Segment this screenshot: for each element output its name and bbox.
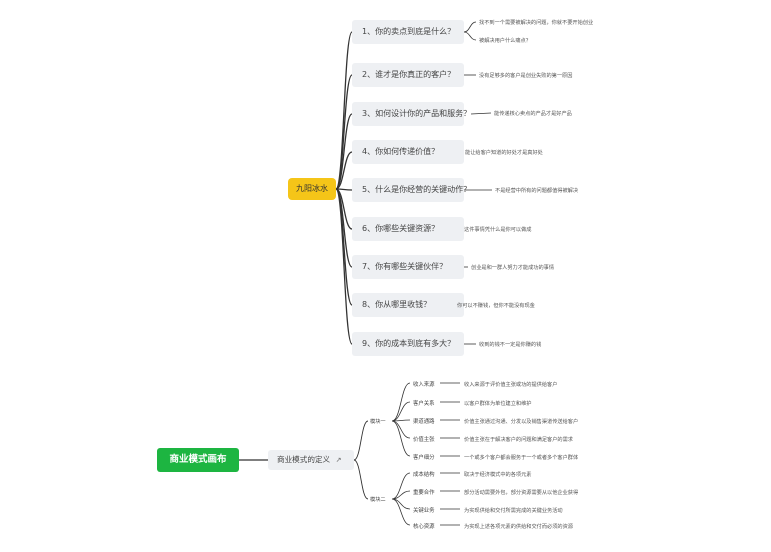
branch-q1-answer-2	[463, 31, 477, 41]
answer-5-1[interactable]: 不是经营中所有的问题都值得被解决	[495, 188, 579, 194]
branch-root-to-question-1	[335, 31, 353, 190]
answer-1-2[interactable]: 被解决用户什么痛点？	[479, 38, 531, 44]
business-model-root[interactable]: 商业模式画布	[157, 448, 239, 472]
element-key-activities[interactable]: 关键业务	[413, 508, 435, 514]
desc-revenue[interactable]: 收入来源于评价值主张或功的提供给客户	[464, 382, 558, 388]
element-key-resources[interactable]: 核心资源	[413, 524, 435, 530]
question-node-8[interactable]: 8、你从哪里收钱？	[352, 293, 464, 317]
element-customer-segments[interactable]: 客户细分	[413, 455, 435, 461]
desc-customer-segments[interactable]: 一个或多个客户都会服务于一个或者多个客户群体	[464, 455, 579, 461]
branch-q3-answer	[470, 112, 492, 115]
branch-root-to-question-4	[335, 151, 353, 190]
question-node-5[interactable]: 5、什么是你经营的关键动作？	[352, 178, 471, 202]
element-customer-relations[interactable]: 客户关系	[413, 401, 435, 407]
question-node-6[interactable]: 6、你哪些关键资源？	[352, 217, 464, 241]
question-node-2[interactable]: 2、谁才是你真正的客户？	[352, 63, 464, 87]
question-node-3[interactable]: 3、如何设计你的产品和服务？	[352, 102, 471, 126]
desc-key-partners[interactable]: 部分活动需要外包，部分资源需要从以他企业获得	[464, 490, 579, 496]
branch-definition-to-module-1	[353, 420, 369, 461]
definition-label: 商业模式的定义	[277, 455, 331, 464]
element-key-partners[interactable]: 重要合作	[413, 490, 435, 496]
root-node[interactable]: 九阳冰水	[288, 178, 336, 200]
module-one-label[interactable]: 模块一	[370, 419, 386, 425]
branch-module-1-item-5	[391, 420, 411, 457]
question-node-7[interactable]: 7、你有哪些关键伙伴？	[352, 255, 464, 279]
question-node-9[interactable]: 9、你的成本到底有多大？	[352, 332, 464, 356]
element-revenue[interactable]: 收入来源	[413, 382, 435, 388]
desc-key-resources[interactable]: 为实现上述各项元素的供给和交付而必须的资源	[464, 524, 573, 530]
question-node-1[interactable]: 1、你的卖点到底是什么？	[352, 20, 464, 44]
branch-definition-to-module-2	[353, 459, 369, 500]
branch-module-2-item-1	[391, 472, 411, 500]
branch-module-1-item-1	[391, 382, 411, 422]
branch-q1-answer-1	[463, 21, 477, 33]
desc-customer-relations[interactable]: 以客户群体为单位建立和维护	[464, 401, 532, 407]
desc-value-proposition[interactable]: 价值主张在于解决客户的问题和满足客户的需求	[464, 437, 573, 443]
answer-7-1[interactable]: 创业是和一群人努力才能成功的事情	[471, 265, 555, 271]
branch-root-to-question-9	[335, 188, 353, 345]
branch-module-1-item-4	[391, 420, 411, 439]
answer-8-1[interactable]: 你可以不赚钱，但你不能没有现金	[457, 303, 535, 309]
answer-2-1[interactable]: 没有足够多的客户是创业失败的第一原因	[479, 73, 573, 79]
element-value-proposition[interactable]: 价值主张	[413, 437, 435, 443]
answer-6-1[interactable]: 这件事情凭什么是你可以做成	[464, 227, 532, 233]
desc-cost-structure[interactable]: 取决于经济模式中的各项元素	[464, 472, 532, 478]
branch-module-2-item-2	[391, 490, 411, 500]
branch-module-2-item-4	[391, 498, 411, 526]
branch-module-1-item-2	[391, 401, 411, 422]
desc-key-activities[interactable]: 为实现供给和交付所需完成的关键业务活动	[464, 508, 563, 514]
answer-3-1[interactable]: 能传递核心卖点的产品才是好产品	[494, 111, 572, 117]
module-two-label[interactable]: 模块二	[370, 497, 386, 503]
answer-4-1[interactable]: 能让给客户知道的好处才是真好处	[465, 150, 543, 156]
desc-channels[interactable]: 价值主张通过沟通、分发以及销售渠道传送给客户	[464, 419, 579, 425]
question-node-4[interactable]: 4、你如何传递价值？	[352, 140, 464, 164]
branch-module-2-item-3	[391, 498, 411, 510]
answer-9-1[interactable]: 收到的钱不一定是你赚的钱	[479, 342, 542, 348]
external-link-icon[interactable]: ↗	[335, 456, 342, 464]
business-model-definition-node[interactable]: 商业模式的定义 ↗	[268, 450, 354, 470]
element-cost-structure[interactable]: 成本结构	[413, 472, 435, 478]
answer-1-1[interactable]: 找不到一个需要被解决的问题，你就不要开始创业	[479, 20, 594, 26]
element-channels[interactable]: 渠道通路	[413, 419, 435, 425]
